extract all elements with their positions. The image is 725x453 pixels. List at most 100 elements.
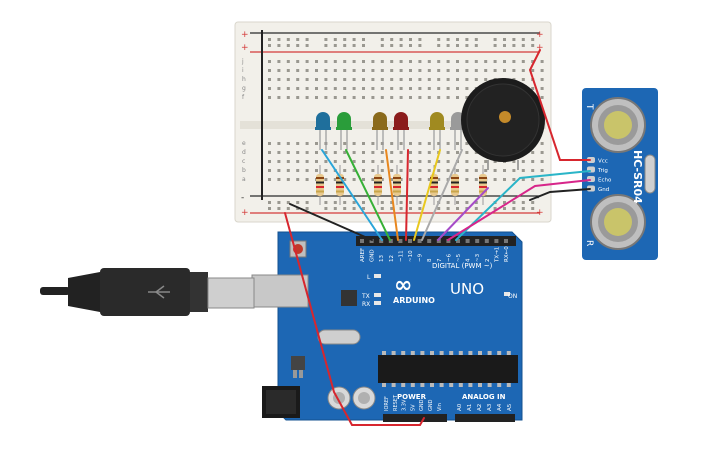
analog-pin-label: A0 — [457, 403, 463, 411]
digital-pin-label: 4 — [466, 258, 472, 262]
sensor-marker-r: R — [584, 240, 594, 246]
led-icon — [393, 112, 409, 150]
led-icon — [336, 112, 352, 150]
voltage-regulator — [291, 356, 305, 370]
rail-minus-label: - — [241, 193, 244, 203]
microcontroller — [378, 355, 518, 383]
power-pin-label: 5V — [410, 404, 416, 411]
resistor-icon — [451, 165, 459, 205]
rail-plus-label-3: + — [536, 30, 544, 40]
power-pin-label: GND — [419, 399, 425, 411]
sensor-name: HC-SR04 — [631, 150, 644, 204]
row-letter: g — [242, 85, 246, 92]
power-pin-label: IOREF — [384, 396, 390, 411]
digital-pin-label: 12 — [389, 255, 395, 262]
analog-header — [455, 414, 515, 422]
row-letter: e — [242, 140, 246, 147]
digital-pin-label: AREF — [360, 248, 366, 262]
wire-led-blue — [321, 149, 383, 241]
led-icon — [372, 112, 388, 150]
analog-pin-label: A4 — [497, 403, 503, 411]
power-pin-label: Vin — [437, 403, 443, 411]
resistor-icon — [316, 165, 324, 205]
wire-gnd — [289, 203, 373, 241]
digital-pin-label: ~10 — [408, 250, 414, 262]
digital-pin-label: ~5 — [456, 253, 462, 262]
row-letter: d — [242, 149, 246, 156]
row-letter: i — [242, 67, 244, 74]
row-letter: c — [242, 158, 245, 165]
analog-pin-label: A1 — [467, 404, 473, 411]
row-letter: b — [242, 167, 246, 174]
digital-pin-label: 7 — [437, 258, 443, 262]
l-led-label: L — [367, 274, 371, 281]
rail-plus-label-5: + — [241, 208, 249, 218]
usb-port — [251, 274, 309, 308]
digital-pin-holes — [360, 239, 508, 243]
wires — [284, 49, 591, 426]
power-header — [383, 414, 447, 422]
digital-pin-label: ~6 — [446, 253, 452, 262]
wire-sensor-gnd — [529, 188, 591, 201]
row-letter: a — [242, 176, 246, 183]
tx-led — [374, 293, 381, 297]
rx-led — [374, 301, 381, 305]
wire-led-orange — [385, 149, 399, 241]
usb-cable-icon — [40, 268, 255, 316]
on-label: ON — [508, 293, 517, 300]
resistor-icon — [393, 165, 401, 205]
digital-pin-label: TX→1 — [494, 247, 500, 263]
sensor-pin-label: Trig — [597, 168, 608, 174]
rail-plus-label-2: + — [241, 43, 249, 53]
wire-led-gray — [421, 149, 463, 241]
digital-pin-label: 8 — [427, 258, 433, 262]
arduino-brand: ARDUINO — [393, 296, 435, 305]
wire-led-green — [345, 149, 391, 241]
digital-pin-label: 2 — [485, 259, 491, 263]
rail-plus-label-4: + — [536, 43, 544, 53]
row-letter: h — [242, 76, 246, 83]
usb-chip — [341, 290, 357, 306]
power-pin-label: RESET — [393, 394, 399, 411]
digital-pin-label: RX←0 — [504, 246, 510, 262]
buzzer-icon — [461, 78, 545, 170]
led-icon — [429, 112, 445, 150]
digital-pin-label: ~9 — [418, 253, 424, 262]
center-channel — [240, 121, 546, 129]
sensor-pin-label: Vcc — [598, 159, 608, 165]
power-jack-icon — [262, 386, 300, 418]
on-led — [504, 292, 510, 296]
power-pin-label: 3.3V — [402, 399, 408, 411]
arduino-logo-icon: ∞ — [394, 273, 412, 298]
analog-pin-label: A5 — [507, 403, 513, 411]
sensor-pin-label: Gnd — [598, 187, 609, 193]
digital-pin-label: ~3 — [475, 253, 481, 262]
digital-pin-label: GND — [370, 249, 376, 262]
row-letter: f — [242, 94, 245, 101]
digital-pin-label: ~11 — [398, 250, 404, 262]
sensor-pin-label: Echo — [598, 178, 612, 184]
wire-led-red — [405, 149, 409, 241]
wire-5v — [284, 212, 425, 426]
crystal — [317, 329, 361, 345]
power-label: POWER — [397, 393, 427, 401]
digital-header — [356, 236, 516, 246]
rx-label: RX — [362, 301, 370, 308]
digital-label: DIGITAL (PWM ~) — [432, 262, 493, 270]
tx-label: TX — [361, 293, 370, 300]
resistor-icon — [374, 165, 382, 205]
led-icon — [315, 112, 331, 150]
wire-sensor-vcc — [528, 49, 591, 161]
l-led — [374, 274, 381, 278]
rail-plus-label: + — [241, 30, 249, 40]
wire-led-yellow — [413, 149, 441, 241]
analog-pin-label: A3 — [487, 403, 493, 411]
sensor-marker-t: T — [584, 103, 594, 110]
